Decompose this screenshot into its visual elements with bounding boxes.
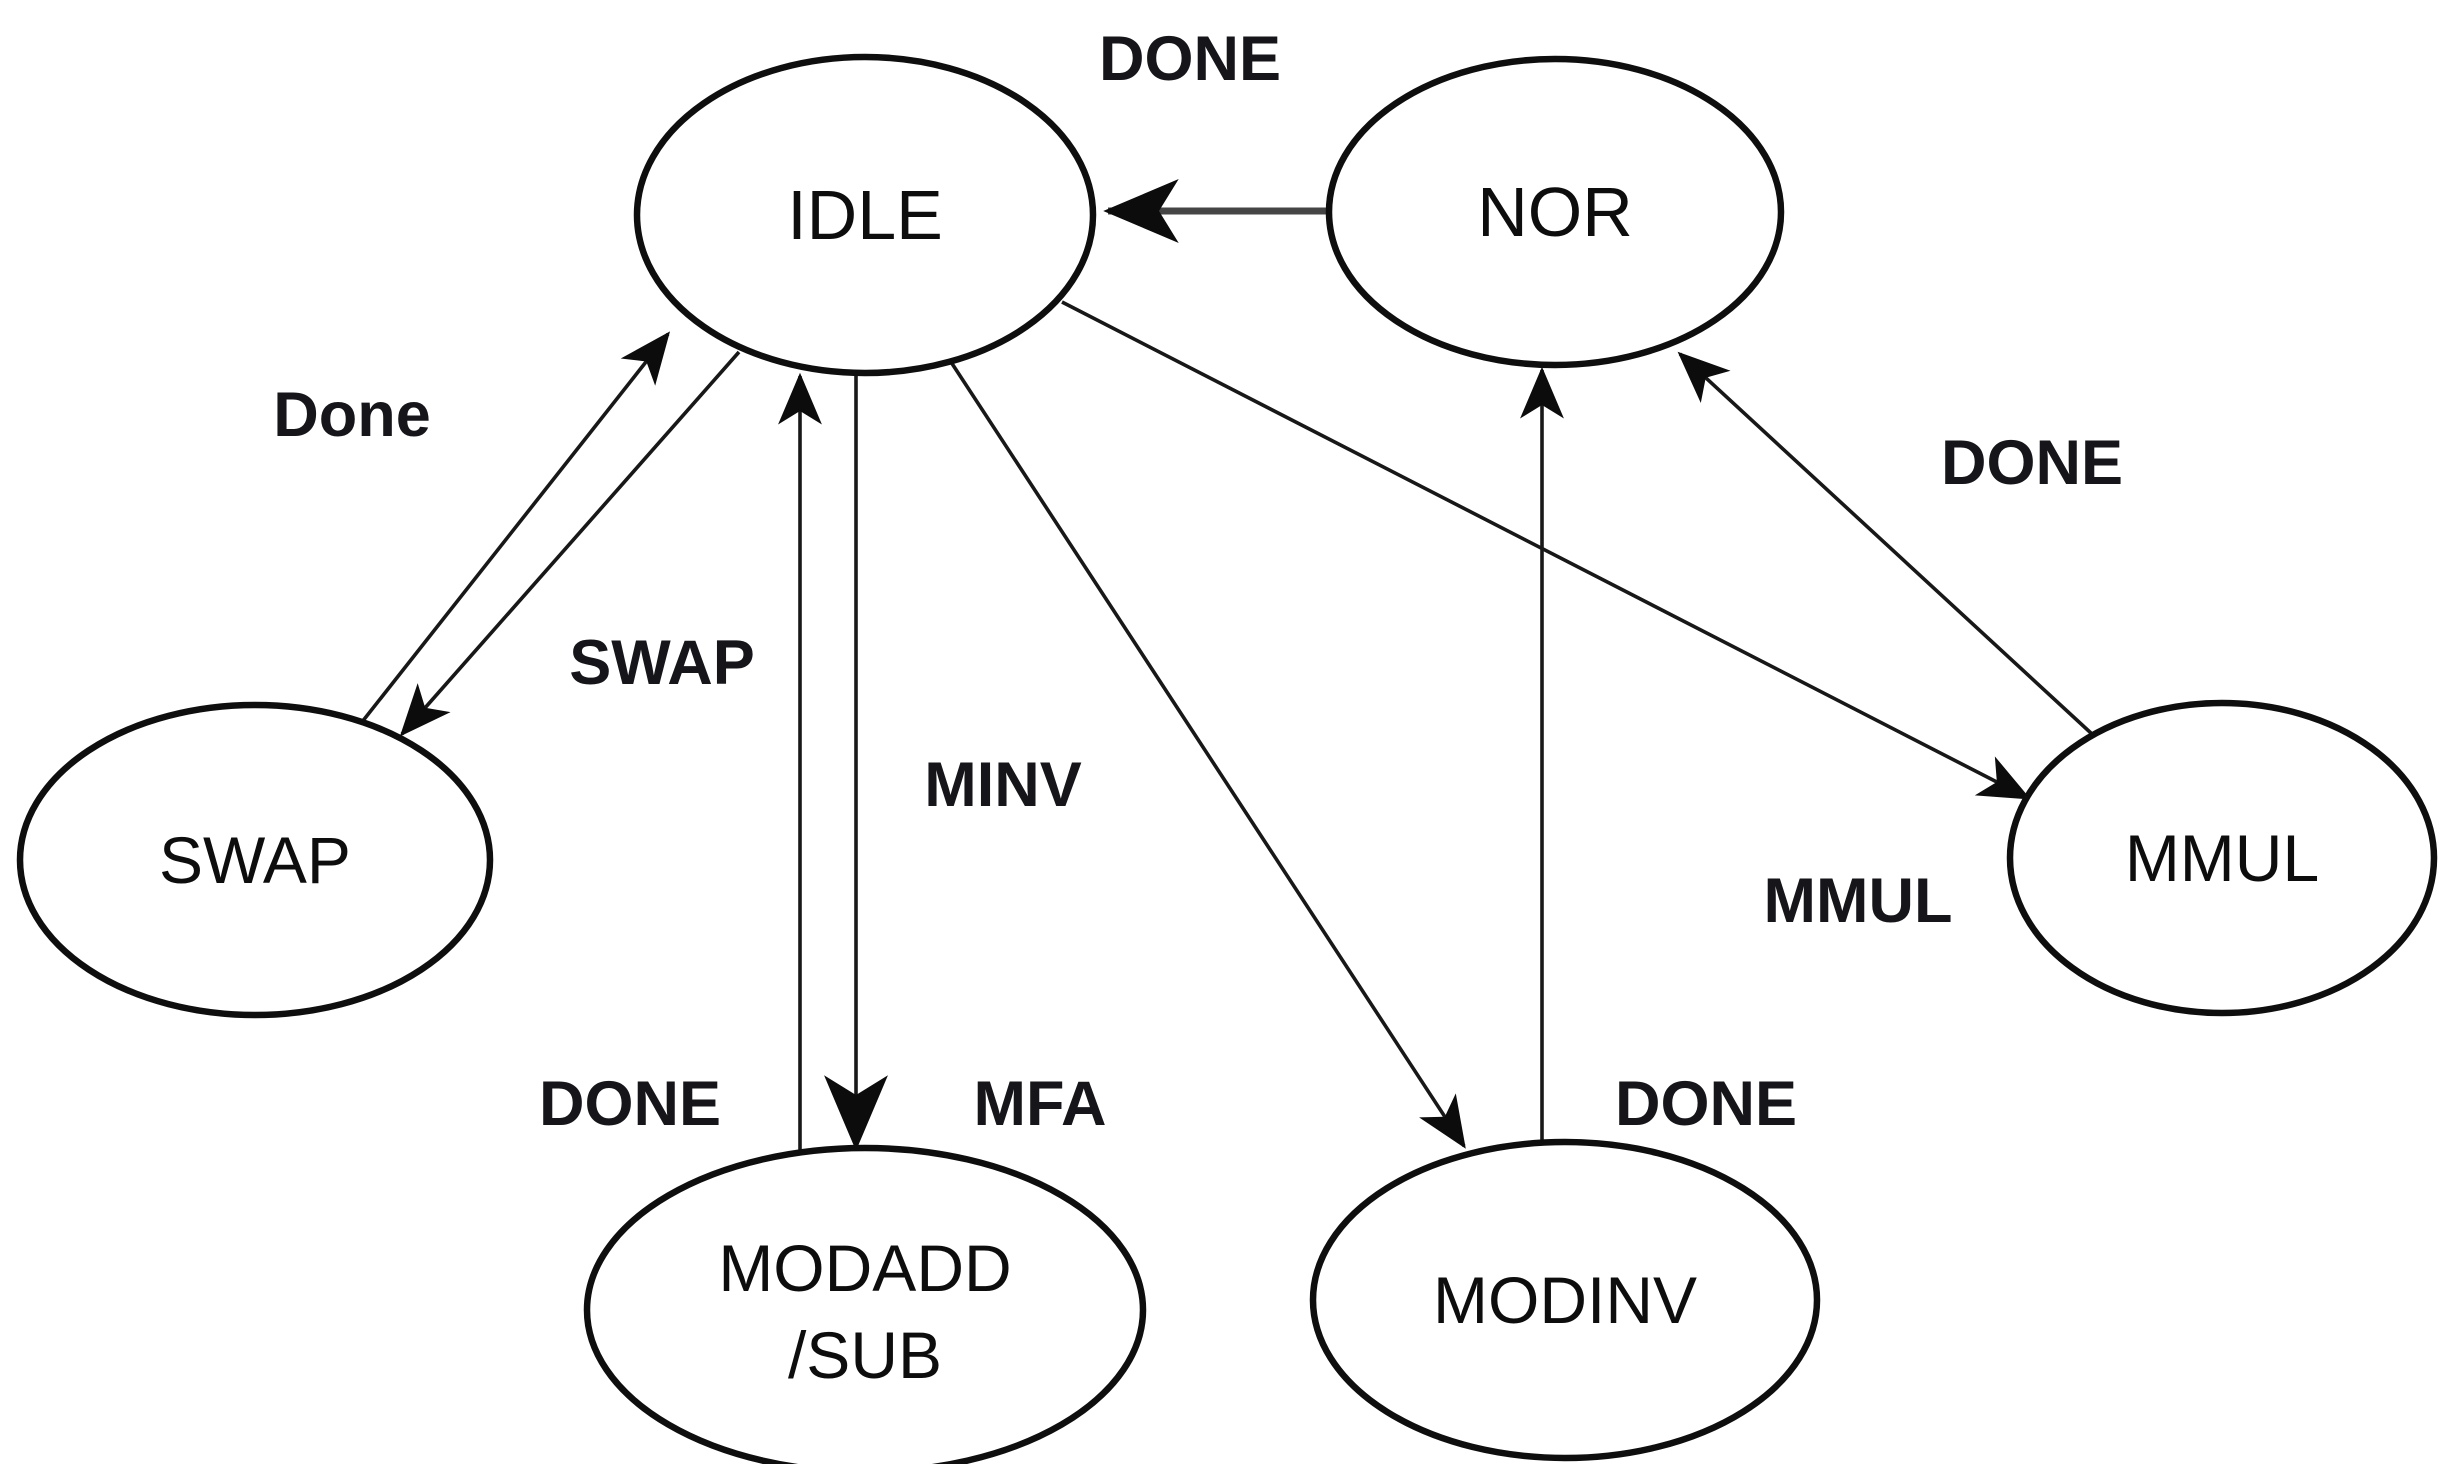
edge-idle-to-modinv — [949, 361, 1466, 1149]
edge-idle-to-swap — [399, 350, 741, 737]
edge-label-idle-to-modinv: MINV — [924, 750, 1082, 820]
edge-label-modinv-to-nor: DONE — [1615, 1069, 1797, 1139]
state-mmul-ellipse — [2006, 699, 2438, 1017]
state-modaddsub-ellipse — [583, 1144, 1147, 1464]
state-modinv-label: MODINV — [1433, 1263, 1697, 1337]
state-modaddsub-label-line2: /SUB — [788, 1318, 942, 1392]
edge-idle-to-mmul — [1061, 300, 2031, 800]
edge-mmul-to-nor — [1677, 351, 2094, 736]
state-modaddsub-label-line1: MODADD — [718, 1231, 1011, 1305]
state-nor-label: NOR — [1477, 173, 1633, 251]
state-idle-ellipse — [633, 53, 1097, 377]
edge-label-modaddsub-to-idle: DONE — [539, 1069, 721, 1139]
edge-label-idle-to-modaddsub: MFA — [974, 1069, 1107, 1139]
state-mmul-label: MMUL — [2125, 821, 2319, 895]
state-swap-ellipse — [16, 701, 494, 1019]
state-idle-label: IDLE — [787, 176, 943, 254]
state-nor-ellipse — [1325, 55, 1785, 369]
edge-swap-to-idle — [360, 331, 671, 724]
edge-label-idle-to-swap: SWAP — [569, 628, 755, 698]
state-swap-label: SWAP — [159, 823, 351, 897]
edge-label-nor-to-idle: DONE — [1099, 24, 1281, 94]
edge-label-idle-to-mmul: MMUL — [1764, 866, 1953, 936]
edge-label-swap-to-idle: Done — [273, 380, 431, 450]
state-modinv-ellipse — [1309, 1138, 1821, 1462]
edge-label-mmul-to-nor: DONE — [1941, 428, 2123, 498]
